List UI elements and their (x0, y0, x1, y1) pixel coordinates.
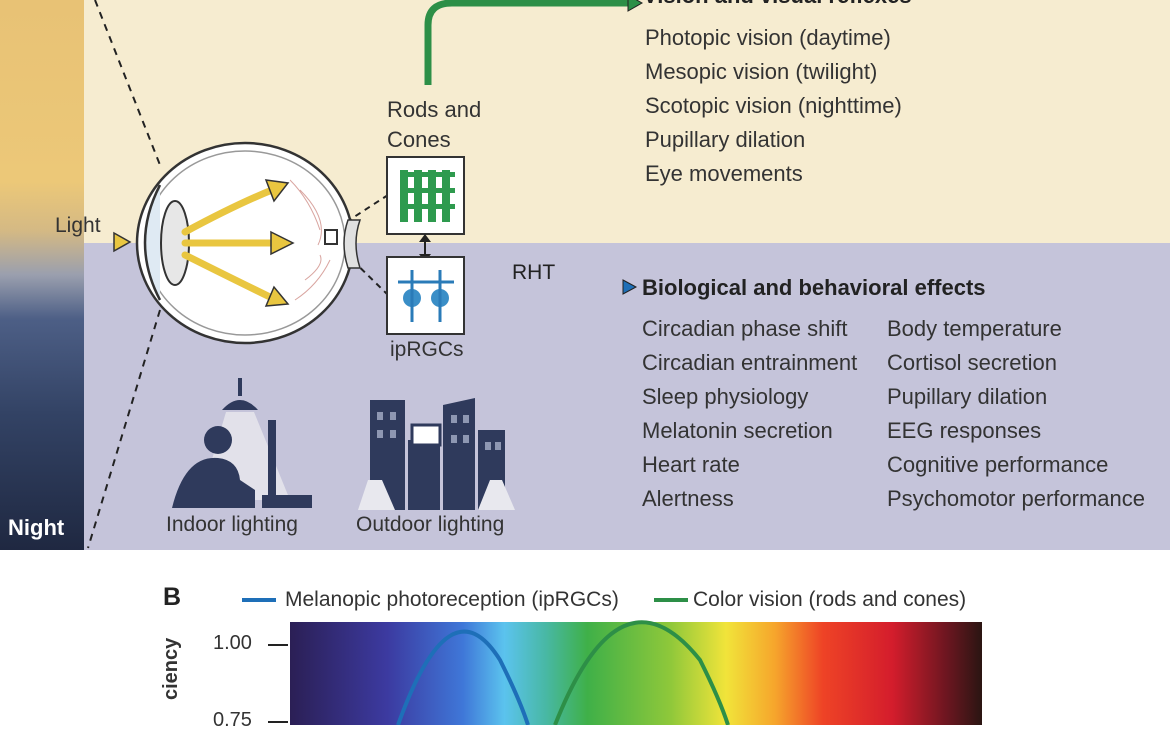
biological-item: Pupillary dilation (887, 384, 1048, 409)
light-ray-heads (264, 179, 295, 307)
visual-item: Eye movements (645, 161, 803, 186)
visual-item: Pupillary dilation (645, 127, 806, 152)
light-rays (181, 186, 279, 302)
biological-list-col1: Circadian phase shift Circadian entrainm… (642, 312, 857, 516)
visual-item: Photopic vision (daytime) (645, 25, 891, 50)
curve-color-vision (553, 620, 730, 725)
biological-item: Heart rate (642, 452, 740, 477)
outdoor-lighting-icon (358, 398, 515, 510)
iprgc-icon (386, 256, 465, 335)
biological-item: Cortisol secretion (887, 350, 1057, 375)
visual-item: Scotopic vision (nighttime) (645, 93, 902, 118)
light-arrow-head (113, 231, 132, 253)
day-night-gradient-bar (0, 0, 84, 550)
night-label: Night (8, 515, 65, 540)
outdoor-lighting-label: Outdoor lighting (356, 513, 505, 536)
biological-item: Body temperature (887, 316, 1062, 341)
biological-item: Psychomotor performance (887, 486, 1145, 511)
rods-cones-label: Rods and Cones (387, 97, 482, 152)
biological-item: Alertness (642, 486, 734, 511)
biological-item: Circadian phase shift (642, 316, 848, 341)
y-tick-label: 0.75 (213, 709, 252, 731)
biological-item: Sleep physiology (642, 384, 809, 409)
dashed-guide-top (94, 0, 161, 166)
legend-label-melanopic: Melanopic photoreception (ipRGCs) (285, 588, 619, 611)
biological-list-col2: Body temperature Cortisol secretion Pupi… (887, 312, 1145, 516)
biological-item: Melatonin secretion (642, 418, 833, 443)
biological-item: EEG responses (887, 418, 1042, 443)
biological-item: Circadian entrainment (642, 350, 858, 375)
y-axis-label: ciency (160, 637, 182, 700)
visual-item: Mesopic vision (twilight) (645, 59, 878, 84)
biological-item: Cognitive performance (887, 452, 1109, 477)
biological-heading: Biological and behavioral effects (642, 275, 986, 300)
panel-b-label: B (163, 583, 182, 611)
indoor-lighting-label: Indoor lighting (166, 513, 298, 536)
rods-cones-icon (386, 156, 465, 235)
y-tick-label: 1.00 (213, 632, 252, 654)
visual-list: Photopic vision (daytime) Mesopic vision… (645, 21, 902, 191)
dashed-guide-bottom (87, 309, 161, 549)
legend-label-color-vision: Color vision (rods and cones) (693, 588, 967, 611)
spectrum-plot-area (290, 622, 982, 725)
visual-heading: Vision and visual reflexes (643, 0, 912, 9)
indoor-lighting-icon (172, 378, 312, 508)
rht-label: RHT (512, 261, 556, 284)
curve-melanopic (396, 629, 530, 725)
iprgc-label: ipRGCs (390, 338, 464, 361)
visual-pathway-arrow (424, 0, 632, 85)
light-label: Light (55, 214, 101, 237)
